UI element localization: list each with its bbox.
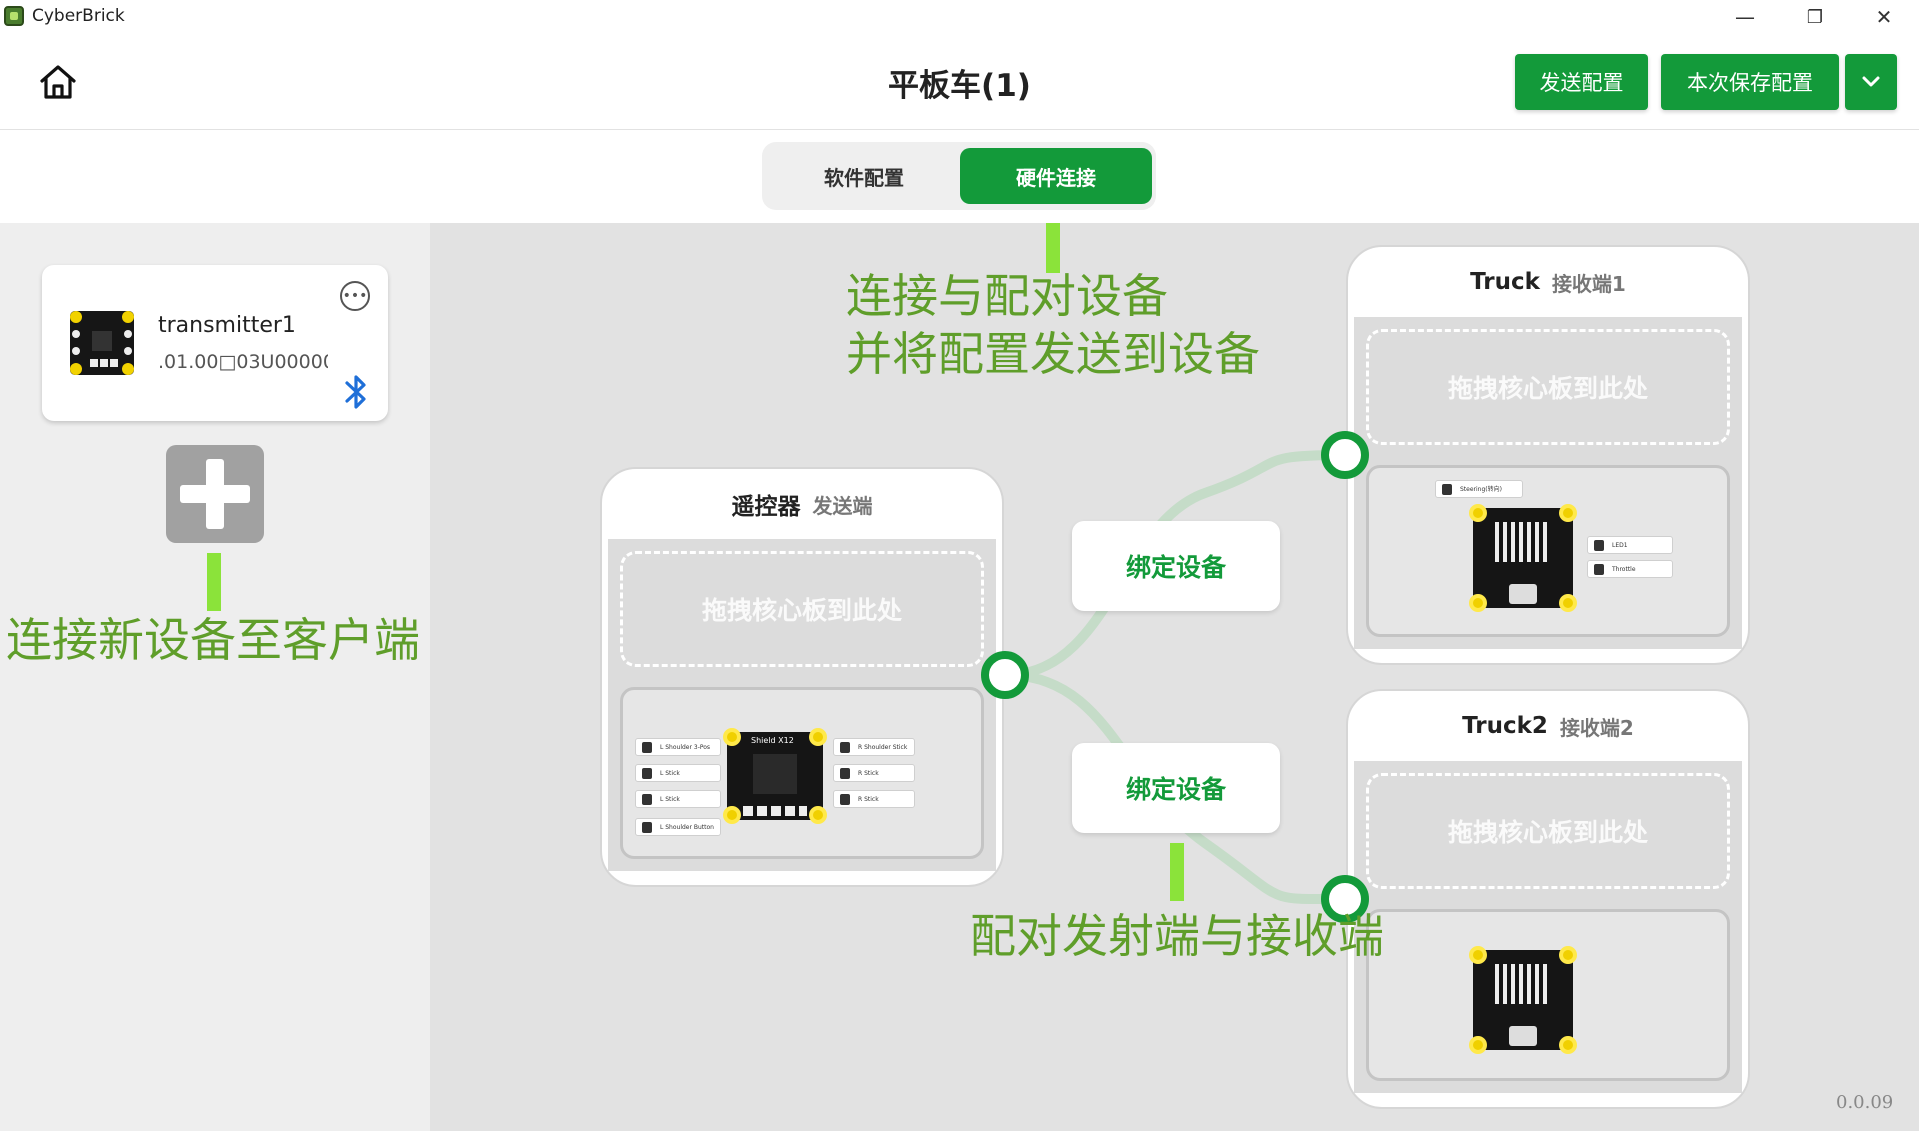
- receiver2-node-body: 拖拽核心板到此处: [1354, 761, 1742, 1093]
- home-icon[interactable]: [38, 62, 78, 102]
- receiver1-port[interactable]: [1321, 431, 1369, 479]
- tab-hardware-connection[interactable]: 硬件连接: [960, 148, 1152, 204]
- receiver1-drop-zone[interactable]: 拖拽核心板到此处: [1366, 329, 1730, 445]
- hardware-workspace: 遥控器 发送端 拖拽核心板到此处 Shield X12 L Shoulder 3…: [430, 223, 1919, 1131]
- receiver2-port[interactable]: [1321, 875, 1369, 923]
- app-name: CyberBrick: [32, 6, 125, 26]
- pin-l-shoulder-3pos: L Shoulder 3-Pos: [635, 738, 721, 756]
- close-button[interactable]: ✕: [1875, 5, 1893, 29]
- device-card[interactable]: transmitter1 .01.00□03U00000( •••: [42, 265, 388, 421]
- bind-device-button-1[interactable]: 绑定设备: [1072, 521, 1280, 611]
- transmitter-drop-zone[interactable]: 拖拽核心板到此处: [620, 551, 984, 667]
- version-label: 0.0.09: [1836, 1092, 1894, 1113]
- bind-device-button-2[interactable]: 绑定设备: [1072, 743, 1280, 833]
- pin-r-stick-2: R Stick: [833, 790, 915, 808]
- tab-software-config[interactable]: 软件配置: [824, 165, 904, 190]
- annotation-bar: [1046, 223, 1060, 273]
- add-device-button[interactable]: [166, 445, 264, 543]
- transmitter-node: 遥控器 发送端 拖拽核心板到此处 Shield X12 L Shoulder 3…: [600, 467, 1004, 887]
- pin-throttle: Throttle: [1587, 560, 1673, 578]
- pin-l-stick-2: L Stick: [635, 790, 721, 808]
- device-id: .01.00□03U00000(: [158, 351, 328, 373]
- device-board-icon: [70, 311, 134, 375]
- app-header: 平板车(1) 发送配置 本次保存配置: [0, 34, 1919, 130]
- transmitter-node-body: 拖拽核心板到此处 Shield X12 L Shoulder 3-Pos L S…: [608, 539, 996, 871]
- transmitter-board-area: Shield X12 L Shoulder 3-Pos L Stick L St…: [620, 687, 984, 859]
- receiver1-board-image: [1469, 504, 1577, 612]
- transmitter-role: 发送端: [812, 493, 873, 518]
- minimize-button[interactable]: —: [1735, 5, 1755, 29]
- annotation-pair-line1: 连接与配对设备: [846, 269, 1168, 323]
- receiver1-title: Truck: [1470, 269, 1540, 295]
- receiver2-drop-zone[interactable]: 拖拽核心板到此处: [1366, 773, 1730, 889]
- transmitter-board-image: Shield X12: [723, 728, 827, 824]
- chevron-down-icon: [1862, 76, 1880, 87]
- pin-steering: Steering(转向): [1435, 480, 1523, 498]
- annotation-bar: [207, 553, 221, 611]
- save-options-dropdown[interactable]: [1845, 54, 1897, 110]
- receiver1-node-body: 拖拽核心板到此处 Steering(转向) LED1 Throttle: [1354, 317, 1742, 649]
- connection-lines: [1004, 450, 1346, 905]
- board-label: Shield X12: [751, 736, 794, 745]
- receiver2-node-header: Truck2 接收端2: [1348, 691, 1748, 761]
- page-title: 平板车(1): [888, 68, 1031, 104]
- transmitter-port[interactable]: [981, 651, 1029, 699]
- pin-led1: LED1: [1587, 536, 1673, 554]
- annotation-pair-tx-rx: 配对发射端与接收端: [970, 909, 1384, 963]
- app-logo-icon: [4, 6, 24, 26]
- annotation-pair-line2: 并将配置发送到设备: [846, 327, 1260, 381]
- receiver2-board-image: [1469, 946, 1577, 1054]
- pin-l-stick-1: L Stick: [635, 764, 721, 782]
- restore-button[interactable]: ❐: [1806, 6, 1824, 28]
- receiver2-board-area: [1366, 909, 1730, 1081]
- mode-tabs: 软件配置 硬件连接: [762, 142, 1156, 210]
- device-list-panel: transmitter1 .01.00□03U00000( ••• 连接新设备至…: [0, 223, 430, 1131]
- device-name: transmitter1: [158, 313, 296, 338]
- window-titlebar: CyberBrick — ❐ ✕: [0, 0, 1919, 34]
- bluetooth-icon: [345, 375, 366, 409]
- transmitter-title: 遥控器: [731, 494, 801, 520]
- pin-l-shoulder-button: L Shoulder Button: [635, 818, 721, 836]
- transmitter-node-header: 遥控器 发送端: [602, 469, 1002, 539]
- receiver1-node: Truck 接收端1 拖拽核心板到此处 Steering(转向) LED1 Th…: [1346, 245, 1750, 665]
- receiver2-node: Truck2 接收端2 拖拽核心板到此处: [1346, 689, 1750, 1109]
- annotation-connect-new: 连接新设备至客户端: [6, 613, 420, 667]
- annotation-bar: [1170, 843, 1184, 901]
- receiver1-board-area: Steering(转向) LED1 Throttle: [1366, 465, 1730, 637]
- more-options-icon[interactable]: •••: [340, 281, 370, 311]
- pin-r-stick-1: R Stick: [833, 764, 915, 782]
- pin-r-shoulder-stick: R Shoulder Stick: [833, 738, 915, 756]
- receiver2-role: 接收端2: [1559, 715, 1634, 740]
- save-config-button[interactable]: 本次保存配置: [1661, 54, 1839, 110]
- send-config-button[interactable]: 发送配置: [1515, 54, 1648, 110]
- receiver1-node-header: Truck 接收端1: [1348, 247, 1748, 317]
- receiver1-role: 接收端1: [1551, 271, 1626, 296]
- receiver2-title: Truck2: [1462, 713, 1548, 739]
